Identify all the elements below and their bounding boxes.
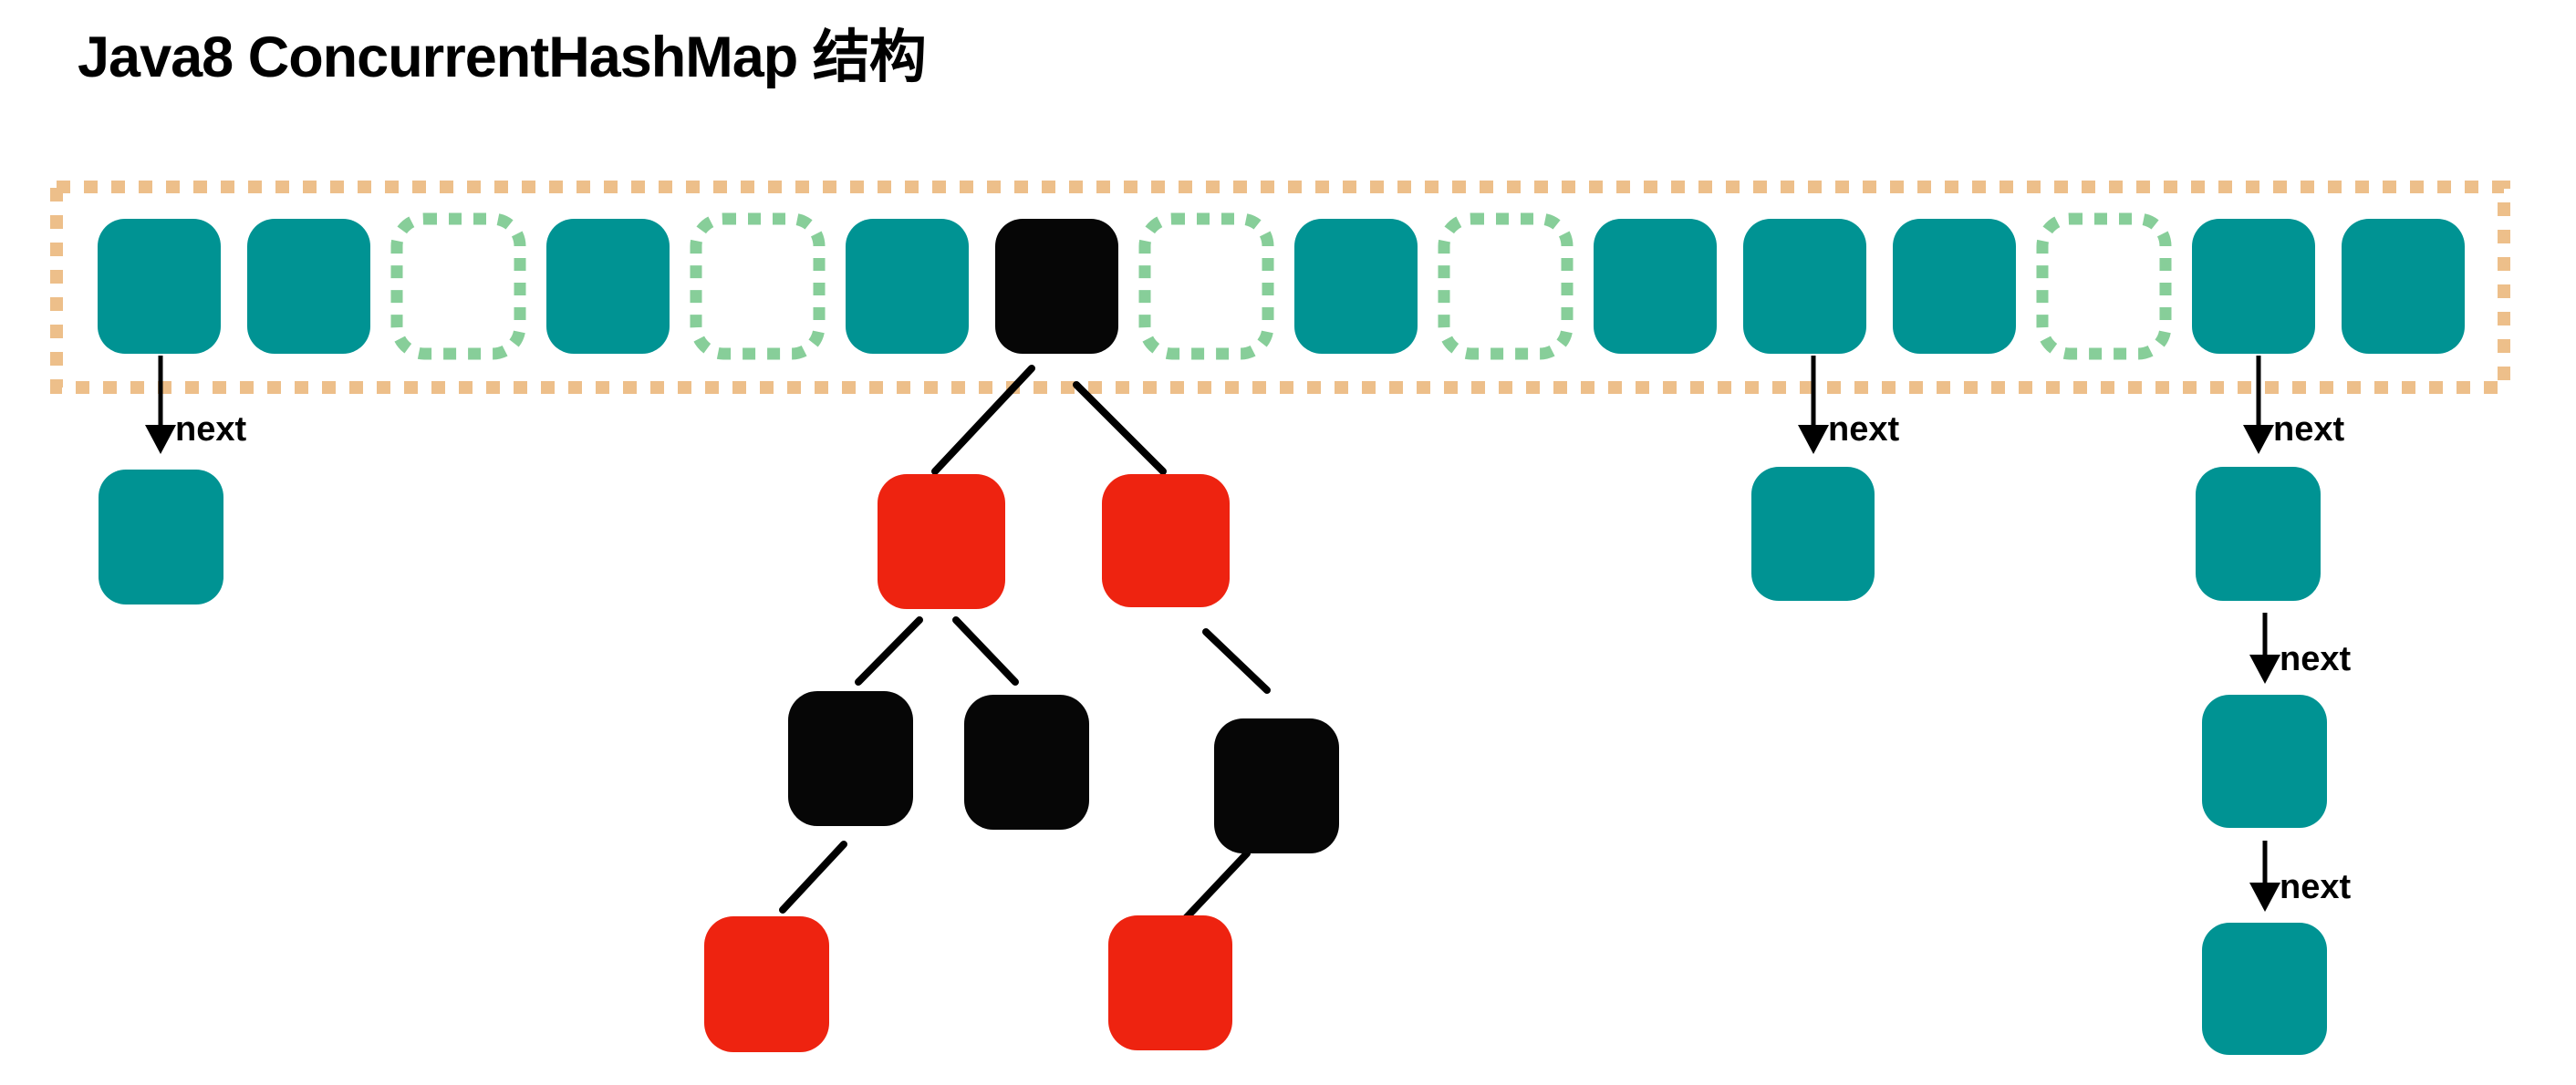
next-arrow-bucket14-1 — [2243, 356, 2274, 454]
tree-node-RRL-red — [1108, 915, 1232, 1050]
bucket-cell-14-filled — [2192, 219, 2315, 354]
next-arrow-bucket14-2 — [2249, 613, 2280, 684]
tree-node-LL-black — [788, 691, 913, 826]
next-arrow-bucket14-3 — [2249, 841, 2280, 912]
arrow-head-icon — [2249, 655, 2280, 684]
bucket-cells — [98, 212, 2465, 360]
bucket-table-dashed-border — [50, 181, 2510, 394]
next-arrow-bucket0 — [145, 356, 176, 454]
tree-edge-root-right — [1073, 381, 1167, 475]
next-arrow-bucket11 — [1798, 356, 1829, 454]
tree-node-R-red — [1102, 474, 1230, 607]
list-node-bucket11-1 — [1751, 467, 1875, 601]
next-label-bucket14-3: next — [2280, 868, 2351, 906]
bucket-cell-10-filled — [1594, 219, 1717, 354]
bucket-cell-5-filled — [846, 219, 969, 354]
next-label-bucket11: next — [1828, 410, 1899, 449]
tree-edge-L-LR — [952, 616, 1019, 686]
list-node-bucket14-3 — [2202, 923, 2327, 1055]
arrow-head-icon — [2249, 883, 2280, 912]
next-label-bucket0: next — [175, 410, 246, 449]
list-node-bucket0-1 — [99, 470, 223, 604]
tree-edge-R-RR — [1202, 628, 1271, 694]
bucket-cell-0-filled — [98, 219, 221, 354]
tree-edge-root-left — [931, 365, 1035, 475]
tree-edge-LL-LLL — [779, 841, 847, 914]
arrow-head-icon — [2243, 425, 2274, 454]
bucket-cell-7-empty — [1138, 212, 1274, 360]
bucket-cell-2-empty — [390, 212, 526, 360]
tree-edge-L-LL — [855, 616, 923, 686]
arrow-head-icon — [145, 425, 176, 454]
next-label-bucket14-1: next — [2273, 410, 2344, 449]
bucket-cell-13-empty — [2036, 212, 2172, 360]
tree-edge-RR-RRL — [1181, 850, 1251, 923]
next-label-bucket14-2: next — [2280, 640, 2351, 678]
bucket-cell-9-empty — [1438, 212, 1574, 360]
tree-node-L-red — [878, 474, 1005, 609]
bucket-cell-8-filled — [1294, 219, 1418, 354]
list-node-bucket14-1 — [2196, 467, 2321, 601]
bucket-cell-6-tree-root — [995, 219, 1118, 354]
bucket-cell-3-filled — [546, 219, 670, 354]
bucket-cell-15-filled — [2342, 219, 2465, 354]
bucket-cell-4-empty — [690, 212, 826, 360]
tree-node-LLL-red — [704, 916, 829, 1052]
list-node-bucket14-2 — [2202, 695, 2327, 828]
bucket-cell-1-filled — [247, 219, 370, 354]
bucket-cell-12-filled — [1893, 219, 2016, 354]
bucket-cell-11-filled — [1743, 219, 1866, 354]
arrow-head-icon — [1798, 425, 1829, 454]
tree-node-LR-black — [964, 695, 1089, 830]
tree-node-RR-black — [1214, 718, 1339, 853]
page-title: Java8 ConcurrentHashMap 结构 — [78, 26, 927, 89]
